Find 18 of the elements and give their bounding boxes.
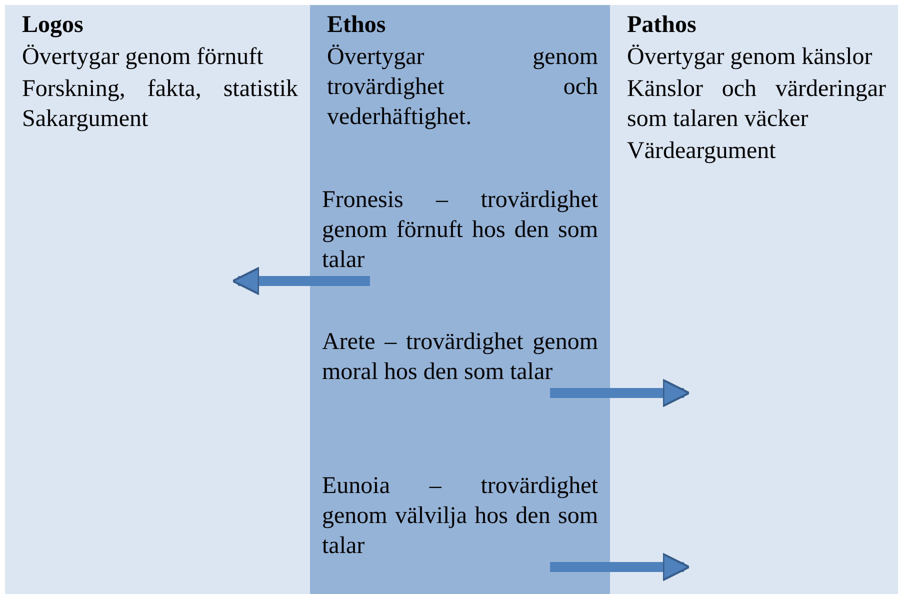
block-arrow — [550, 378, 690, 408]
column-heading: Logos — [22, 11, 84, 40]
column-heading: Ethos — [327, 11, 387, 40]
column-panel — [5, 5, 310, 594]
body-text: Övertygar genom känslor — [627, 43, 874, 72]
body-text: Känslor och värderingar som talaren väcker — [627, 75, 886, 134]
body-text: Övertygar genom förnuft — [22, 43, 264, 72]
body-text: Eunoia – trovärdighet genom välvilja hos den som talar — [322, 472, 598, 561]
body-text: Värdeargument — [627, 137, 777, 166]
column-panel — [310, 5, 610, 594]
body-text: Arete – trovärdighet genom moral hos den som talar — [322, 328, 598, 387]
column-heading: Pathos — [627, 11, 698, 40]
body-text: Övertygar genom trovärdighet och vederhäftighet. — [327, 43, 598, 132]
block-arrow — [232, 266, 370, 296]
body-text: Fronesis – trovärdighet genom förnuft hos den som talar — [322, 186, 598, 275]
block-arrow — [550, 552, 690, 582]
body-text: Forskning, fakta, statistik Sakargument — [22, 75, 298, 134]
column-panel — [610, 5, 898, 594]
